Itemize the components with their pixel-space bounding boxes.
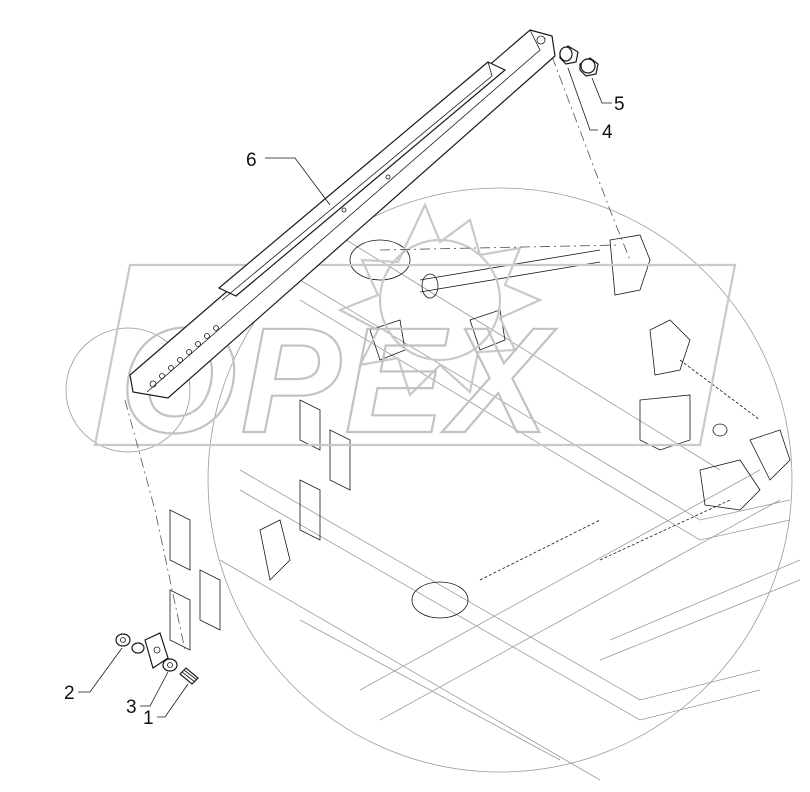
callout-2: 2: [64, 683, 75, 704]
callout-4: 4: [602, 122, 613, 143]
part-2-lock-nut[interactable]: [115, 633, 131, 647]
part-6-adjustment-bar[interactable]: [129, 29, 556, 399]
clamp-plate[interactable]: [144, 632, 169, 669]
assembly-detail-circle: [65, 187, 801, 781]
part-5-bushing[interactable]: [579, 57, 599, 77]
opex-watermark-logo: OPEX: [93, 202, 737, 465]
part-2-washer[interactable]: [131, 642, 145, 654]
callout-labels: 6 4 5 2 3 1: [64, 94, 625, 729]
part-4-bushing[interactable]: [559, 45, 579, 65]
explode-centerlines: [124, 37, 631, 651]
callout-1: 1: [143, 708, 154, 729]
leader-lines: [78, 67, 612, 718]
callout-5: 5: [614, 94, 625, 115]
callout-6: 6: [246, 150, 257, 171]
part-3-washer[interactable]: [162, 658, 178, 672]
callout-3: 3: [126, 697, 137, 718]
part-1-bolt[interactable]: [179, 667, 199, 685]
